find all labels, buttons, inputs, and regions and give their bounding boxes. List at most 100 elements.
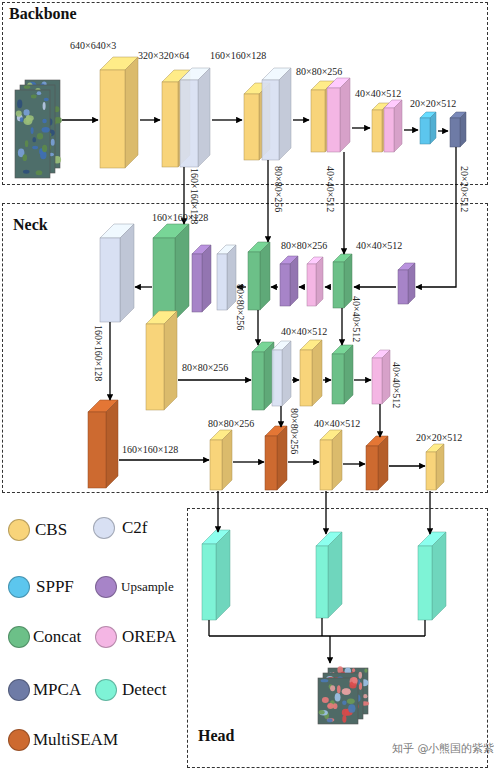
flow-arrow (343, 152, 344, 254)
flow-arrow (416, 147, 456, 287)
dimension-label: 40×40×512 (281, 326, 327, 338)
flow-arrow (178, 379, 251, 380)
layer-block (316, 532, 342, 618)
legend-swatch (8, 576, 30, 598)
dimension-label: 80×80×256 (288, 408, 300, 454)
section-title: Neck (13, 216, 48, 234)
layer-block (88, 400, 118, 488)
layer-block (248, 242, 270, 310)
layer-block (450, 112, 466, 147)
dimension-label: 320×320×64 (138, 50, 189, 62)
flow-arrow (424, 620, 425, 636)
layer-block (418, 532, 446, 620)
legend-swatch (95, 576, 117, 598)
layer-block (210, 430, 232, 490)
legend-swatch (8, 626, 30, 648)
layer-block (426, 444, 444, 490)
flow-arrow (233, 461, 264, 462)
watermark: 知乎 @小熊国的紫紫 (392, 742, 494, 756)
layer-block (272, 341, 291, 406)
section-title: Backbone (9, 5, 77, 23)
legend-swatch (8, 729, 30, 751)
flow-arrow (352, 127, 370, 128)
legend-swatch (93, 517, 115, 539)
legend-text: C2f (122, 518, 148, 538)
flow-arrow (135, 286, 152, 287)
layer-block (333, 254, 352, 308)
flow-arrow (438, 130, 448, 131)
flow-arrow (62, 119, 98, 120)
layer-block (320, 430, 342, 490)
dimension-label: 80×80×256 (296, 66, 342, 78)
legend-text: Upsample (121, 577, 174, 597)
layer-block (202, 530, 230, 620)
flow-arrow (429, 491, 430, 534)
layer-block (327, 78, 350, 152)
legend-text: Concat (33, 627, 81, 647)
flow-arrow (217, 491, 218, 532)
flow-arrow (341, 308, 342, 345)
layer-block (217, 245, 236, 310)
flow-arrow (323, 379, 331, 380)
dimension-label: 40×40×512 (324, 166, 336, 212)
layer-block (372, 350, 390, 404)
legend-swatch (95, 626, 117, 648)
dimension-label: 40×40×512 (390, 362, 402, 408)
flow-arrow (299, 286, 305, 287)
layer-block (366, 436, 388, 490)
flow-arrow (354, 379, 371, 380)
layer-block (100, 57, 138, 168)
flow-arrow (119, 459, 209, 460)
flow-arrow (404, 129, 418, 130)
layer-block (252, 342, 274, 410)
layer-block (420, 112, 436, 144)
legend-text: CBS (35, 520, 67, 540)
legend-text: OREPA (122, 627, 176, 647)
flow-arrow (280, 406, 281, 427)
flow-arrow (271, 286, 278, 287)
flow-arrow (140, 119, 160, 120)
layer-block (307, 257, 323, 306)
flow-arrow (212, 119, 242, 120)
legend-text: SPPF (36, 577, 74, 597)
dimension-label: 20×20×512 (416, 432, 462, 444)
flow-arrow (267, 160, 268, 242)
dimension-label: 160×160×128 (210, 50, 266, 62)
dimension-label: 160×160×128 (152, 212, 208, 224)
layer-block (100, 224, 134, 322)
flow-arrow (293, 119, 309, 120)
legend-text: MPCA (33, 680, 81, 700)
flow-arrow (325, 286, 331, 287)
flow-arrow (321, 618, 322, 636)
dimension-label: 80×80×256 (234, 284, 246, 330)
output-image (318, 666, 369, 724)
layer-block (146, 311, 177, 410)
flow-arrow (354, 286, 396, 287)
legend-text: MultiSEAM (33, 730, 118, 750)
dimension-label: 20×20×512 (410, 98, 456, 110)
input-image (15, 80, 62, 178)
flow-arrow (379, 404, 380, 437)
flow-arrow (343, 463, 365, 464)
dimension-label: 40×40×512 (314, 418, 360, 430)
dimension-label: 40×40×512 (350, 296, 362, 342)
section-title: Head (198, 727, 234, 745)
flow-arrow (329, 636, 330, 663)
legend-swatch (95, 679, 117, 701)
dimension-label: 40×40×512 (355, 88, 401, 100)
dimension-label: 160×160×128 (92, 325, 104, 381)
layer-block (153, 224, 189, 320)
dimension-label: 160×160×128 (122, 444, 178, 456)
flow-arrow (389, 465, 425, 466)
flow-arrow (292, 379, 299, 380)
flow-arrow (257, 310, 258, 345)
dimension-label: 80×80×256 (272, 166, 284, 212)
layer-block (280, 256, 298, 306)
legend-swatch (8, 519, 30, 541)
layer-block (300, 340, 322, 406)
layer-block (384, 100, 402, 152)
legend-swatch (8, 679, 30, 701)
dimension-label: 80×80×256 (182, 362, 228, 374)
